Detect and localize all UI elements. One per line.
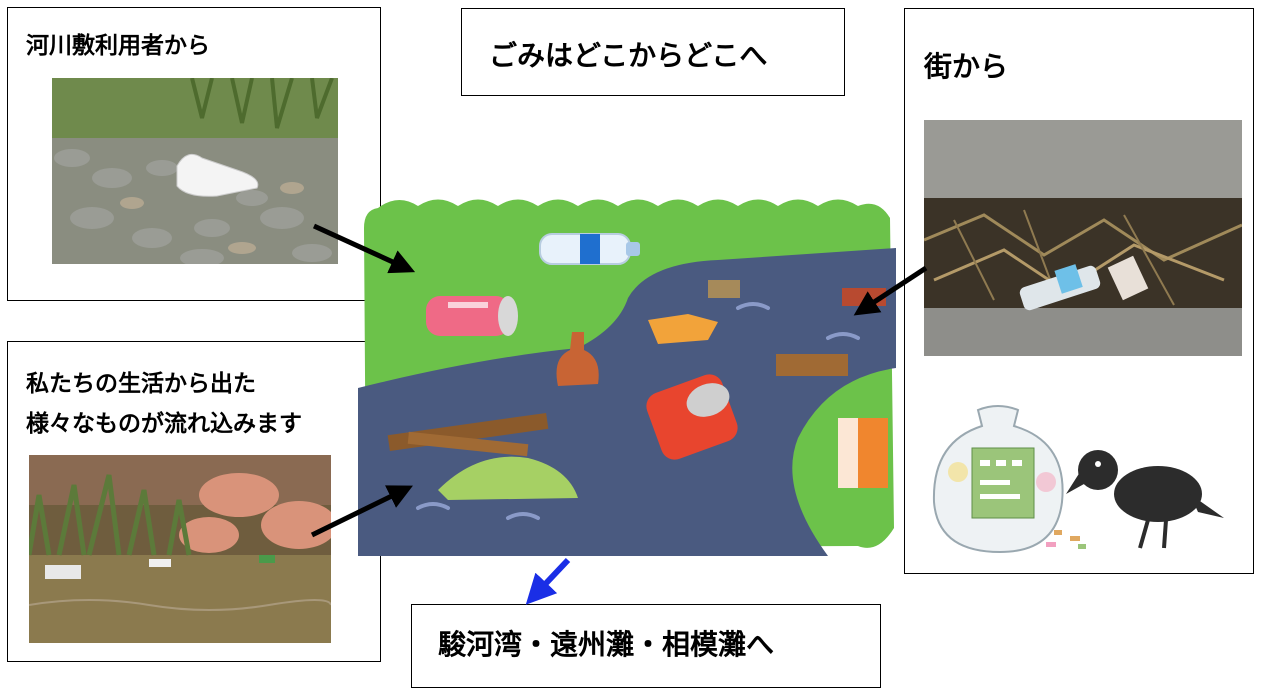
daily-life-label-line1: 私たちの生活から出た: [26, 371, 256, 397]
town-label: 街から: [924, 50, 1009, 83]
page-title: ごみはどこからどこへ: [489, 39, 768, 72]
daily-life-label-line2: 様々なものが流れ込みます: [26, 411, 302, 437]
river-litter-illustration: [358, 188, 896, 556]
riverside-litter-photo: [29, 455, 331, 643]
aluminum-can-icon: [646, 374, 738, 460]
destination-box: [411, 604, 881, 688]
riverbank-litter-photo: [52, 78, 338, 264]
aluminum-can-icon: [426, 296, 518, 336]
gutter-litter-photo: [924, 120, 1242, 356]
glass-bottle-icon: [556, 332, 599, 386]
plastic-bottle-shape: [1019, 264, 1101, 311]
garbage-bag-icon: [932, 405, 1064, 554]
riverbank-users-label: 河川敷利用者から: [26, 33, 210, 59]
destination-label: 駿河湾・遠州灘・相模灘へ: [438, 628, 775, 661]
title-box: [461, 8, 845, 96]
plastic-bottle-icon: [539, 233, 640, 265]
arrow-river-to-sea: [525, 557, 571, 605]
garbage-crow-illustration: [928, 402, 1226, 558]
crow-icon: [1066, 450, 1224, 549]
plastic-bag-shape: [176, 153, 259, 197]
